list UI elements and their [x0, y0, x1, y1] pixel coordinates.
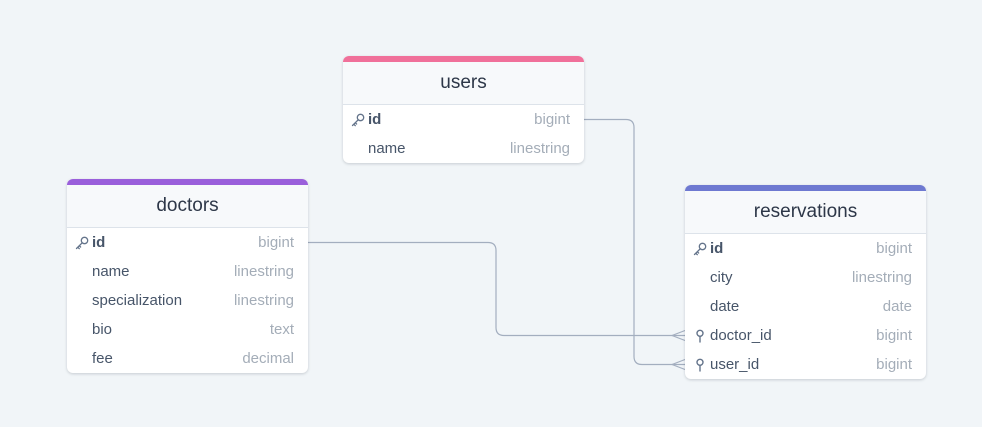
- table-users[interactable]: users id bigint name linestring: [343, 56, 584, 163]
- column-row-reservations-id[interactable]: id bigint: [685, 234, 926, 263]
- table-header-reservations[interactable]: reservations: [685, 185, 926, 234]
- column-name: name: [92, 263, 130, 280]
- column-row-reservations-user-id[interactable]: user_id bigint: [685, 350, 926, 379]
- table-header-users[interactable]: users: [343, 56, 584, 105]
- column-row-users-id[interactable]: id bigint: [343, 105, 584, 134]
- foreign-key-icon: [696, 358, 704, 372]
- column-name: fee: [92, 350, 113, 367]
- column-row-doctors-fee[interactable]: fee decimal: [67, 344, 308, 373]
- column-type: bigint: [876, 240, 912, 257]
- column-type: linestring: [233, 292, 294, 309]
- column-type: linestring: [509, 140, 570, 157]
- key-icon: [693, 242, 707, 256]
- table-columns-users: id bigint name linestring: [343, 105, 584, 163]
- crows-foot-reservations-doctor-id: [671, 329, 686, 342]
- column-row-reservations-city[interactable]: city linestring: [685, 263, 926, 292]
- column-type: bigint: [534, 111, 570, 128]
- table-title-users: users: [440, 72, 487, 93]
- column-type: bigint: [876, 327, 912, 344]
- column-type: linestring: [233, 263, 294, 280]
- key-icon: [351, 113, 365, 127]
- column-row-doctors-id[interactable]: id bigint: [67, 228, 308, 257]
- column-name: id: [92, 234, 106, 251]
- column-row-doctors-specialization[interactable]: specialization linestring: [67, 286, 308, 315]
- table-columns-doctors: id bigint name linestring specialization line…: [67, 228, 308, 373]
- foreign-key-icon: [696, 329, 704, 343]
- crows-foot-reservations-user-id: [671, 358, 686, 371]
- column-row-reservations-date[interactable]: date date: [685, 292, 926, 321]
- column-name: date: [710, 298, 740, 315]
- column-name: name: [368, 140, 406, 157]
- column-type: linestring: [851, 269, 912, 286]
- column-type: date: [882, 298, 912, 315]
- column-name: doctor_id: [710, 327, 772, 344]
- column-type: bigint: [876, 356, 912, 373]
- table-title-reservations: reservations: [753, 201, 858, 222]
- relationship-edge-users-reservations: [584, 118, 685, 366]
- table-title-doctors: doctors: [156, 195, 219, 216]
- column-type: text: [269, 321, 294, 338]
- column-name: id: [710, 240, 724, 257]
- column-row-users-name[interactable]: name linestring: [343, 134, 584, 163]
- column-name: city: [710, 269, 733, 286]
- table-header-doctors[interactable]: doctors: [67, 179, 308, 228]
- column-row-reservations-doctor-id[interactable]: doctor_id bigint: [685, 321, 926, 350]
- relationship-edge-doctors-reservations: [308, 241, 685, 337]
- column-name: id: [368, 111, 382, 128]
- column-row-doctors-bio[interactable]: bio text: [67, 315, 308, 344]
- column-name: bio: [92, 321, 113, 338]
- key-icon: [75, 236, 89, 250]
- column-name: specialization: [92, 292, 183, 309]
- column-type: bigint: [258, 234, 294, 251]
- column-row-doctors-name[interactable]: name linestring: [67, 257, 308, 286]
- column-name: user_id: [710, 356, 760, 373]
- column-type: decimal: [242, 350, 294, 367]
